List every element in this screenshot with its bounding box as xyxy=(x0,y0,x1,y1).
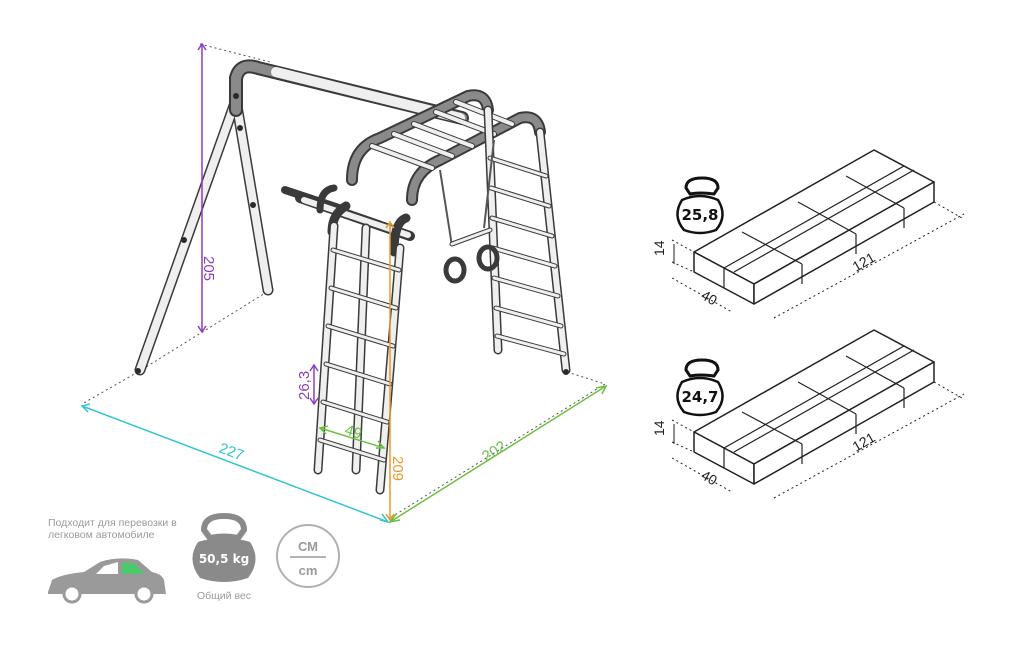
units-en: cm xyxy=(299,563,318,578)
depth-label: 202 xyxy=(479,438,509,466)
kettlebell-icon: 24,7 xyxy=(676,358,724,417)
ladder-width-dimension xyxy=(318,425,386,449)
package-2-length: 121 xyxy=(850,429,878,455)
depth-dimension xyxy=(388,384,608,524)
package-2-weight: 24,7 xyxy=(681,388,718,406)
ladder-height-label: 209 xyxy=(389,456,406,481)
package-2-width: 40 xyxy=(699,467,721,489)
package-1-weight: 25,8 xyxy=(681,206,718,224)
rung-step-label: 26,3 xyxy=(296,371,313,400)
total-weight-value: 50,5 kg xyxy=(199,552,249,566)
rung-step-dimension xyxy=(309,363,319,406)
units-badge: СМ cm xyxy=(276,524,340,588)
gymnastic-rings xyxy=(439,139,500,284)
package-2: 14 40 121 xyxy=(651,329,965,499)
width-label: 227 xyxy=(217,440,246,465)
package-2-height: 14 xyxy=(651,420,667,436)
package-1-length: 121 xyxy=(850,249,878,275)
transport-note: Подходит для перевозки в легковом автомо… xyxy=(48,517,177,541)
ladder-width-label: 49 xyxy=(343,422,364,443)
height-label: 205 xyxy=(200,256,217,281)
car-icon xyxy=(48,558,166,604)
total-weight-icon: 50,5 kg xyxy=(192,512,256,582)
width-dimension xyxy=(80,403,390,524)
package-1-height: 14 xyxy=(651,240,667,256)
package-1: 14 40 121 xyxy=(651,149,965,319)
swing-frame xyxy=(81,43,606,520)
kettlebell-icon: 25,8 xyxy=(676,176,724,235)
ladder-height-dimension xyxy=(385,220,395,522)
package-1-width: 40 xyxy=(699,287,721,309)
total-weight-caption: Общий вес xyxy=(196,590,252,602)
height-dimension xyxy=(197,42,207,334)
units-ru: СМ xyxy=(298,539,318,554)
